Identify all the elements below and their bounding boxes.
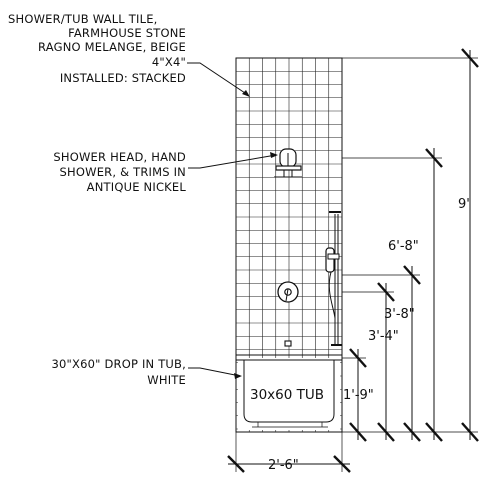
dim-shower-head-label: 6'-8" [388, 239, 419, 254]
callout-fixtures-line-3: ANTIQUE NICKEL [87, 180, 187, 194]
dim-tub-width-label: 2'-6" [268, 458, 299, 473]
svg-text:4"X4": 4"X4" [152, 55, 186, 69]
dimension-overall-height: 9' [342, 48, 479, 442]
svg-text:SHOWER HEAD, HAND: SHOWER HEAD, HAND [53, 150, 186, 164]
hand-shower [325, 211, 342, 346]
callout-tile-line-5: INSTALLED: STACKED [60, 71, 186, 85]
shower-head [274, 148, 302, 178]
svg-text:30"X60" DROP IN TUB,: 30"X60" DROP IN TUB, [51, 357, 186, 371]
bathtub: 30x60 TUB [235, 354, 343, 430]
callout-fixtures-line-2: SHOWER, & TRIMS IN [60, 165, 186, 179]
dimension-tub-width: 2'-6" [227, 432, 351, 473]
dim-tub-height-label: 1'-9" [343, 388, 374, 403]
svg-text:SHOWER/TUB WALL TILE,: SHOWER/TUB WALL TILE, [8, 12, 158, 26]
tub-label: 30x60 TUB [250, 387, 324, 403]
callout-tile-line-2: FARMHOUSE STONE [68, 26, 186, 40]
callout-fixtures: SHOWER HEAD, HAND SHOWER, & TRIMS IN ANT… [53, 150, 278, 194]
callout-fixtures-line-1: SHOWER HEAD, HAND [53, 150, 186, 164]
tub-basin [243, 360, 335, 423]
callout-tub-line-2: WHITE [147, 373, 186, 387]
callout-tub-line-1: 30"X60" DROP IN TUB, [51, 357, 186, 371]
callout-tile-line-3: RAGNO MELANGE, BEIGE [38, 40, 186, 54]
svg-text:FARMHOUSE STONE: FARMHOUSE STONE [68, 26, 186, 40]
dim-hand-shower-label: 3'-8" [384, 307, 415, 322]
svg-text:RAGNO MELANGE, BEIGE: RAGNO MELANGE, BEIGE [38, 40, 186, 54]
callout-fixtures-leader [188, 154, 277, 169]
svg-text:SHOWER, & TRIMS IN: SHOWER, & TRIMS IN [60, 165, 186, 179]
dim-overall-height-label: 9' [458, 197, 470, 212]
callout-tile-line-1: SHOWER/TUB WALL TILE, [8, 12, 158, 26]
dimension-tub-height: 1'-9" [342, 348, 478, 442]
svg-text:INSTALLED: STACKED: INSTALLED: STACKED [60, 71, 186, 85]
tub-rim [235, 354, 343, 361]
callout-tile: SHOWER/TUB WALL TILE, FARMHOUSE STONE RA… [8, 12, 250, 97]
callout-tile-line-4: 4"X4" [152, 55, 186, 69]
callout-tub-leader [188, 367, 241, 377]
callout-tile-leader [187, 62, 249, 96]
tub-spout [284, 340, 292, 347]
dim-valve-label: 3'-4" [368, 329, 399, 344]
svg-text:ANTIQUE NICKEL: ANTIQUE NICKEL [87, 180, 187, 194]
svg-text:WHITE: WHITE [147, 373, 186, 387]
dimension-shower-head: 6'-8" [342, 148, 443, 442]
valve-trim [277, 281, 299, 347]
callout-tub: 30"X60" DROP IN TUB, WHITE [51, 357, 242, 387]
